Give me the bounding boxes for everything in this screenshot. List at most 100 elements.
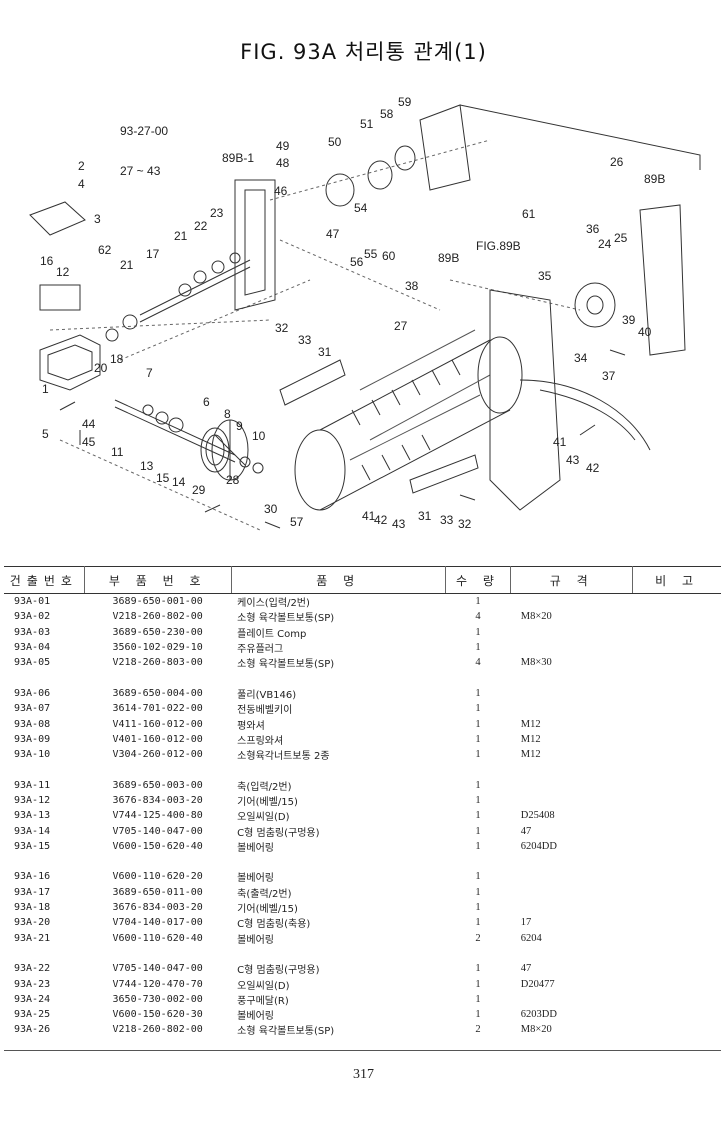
cell-spec: D20477 <box>520 978 555 990</box>
label-55: 55 <box>364 247 378 261</box>
cell-item-no: 93A-01 <box>14 596 51 608</box>
cell-part-no: 3689-650-011-00 <box>112 886 203 898</box>
exploded-parts-diagram: 93-27-00 27 ~ 43 89B-1 89B 89B FIG.89B 1… <box>20 80 710 550</box>
cell-item-no: 93A-03 <box>14 626 51 638</box>
label-40: 40 <box>638 325 652 339</box>
label-26: 26 <box>610 155 624 169</box>
label-61: 61 <box>522 207 536 221</box>
label-49: 49 <box>276 139 290 153</box>
cell-part-name: 소형 육각볼트보통(SP) <box>237 613 335 625</box>
cell-quantity: 4 <box>475 657 481 669</box>
label-59: 59 <box>398 95 412 109</box>
cell-part-no: V744-125-400-80 <box>112 810 203 822</box>
cell-quantity: 1 <box>475 810 481 822</box>
label-89B-a: 89B <box>438 251 459 265</box>
cell-quantity: 1 <box>475 902 481 914</box>
cell-quantity: 1 <box>475 718 481 730</box>
label-31a: 31 <box>318 345 332 359</box>
cell-remarks <box>633 900 721 915</box>
upper-gearbox <box>325 104 701 207</box>
cell-part-name: 오일씨일(D) <box>237 980 290 992</box>
group-spacer <box>4 946 721 961</box>
label-34: 34 <box>574 351 588 365</box>
label-30: 30 <box>264 502 278 516</box>
cell-remarks <box>633 701 721 716</box>
cell-part-name: 풀리(VB146) <box>237 689 297 701</box>
bearings-rings <box>105 252 264 474</box>
cell-part-no: V704-140-017-00 <box>112 917 203 929</box>
cell-item-no: 93A-25 <box>14 1009 51 1021</box>
label-8: 8 <box>224 407 231 421</box>
label-45: 45 <box>82 435 96 449</box>
cell-part-no: 3676-834-003-20 <box>112 795 203 806</box>
cell-part-no: V705-140-047-00 <box>112 963 203 975</box>
cell-remarks <box>633 640 721 655</box>
cell-item-no: 93A-15 <box>14 840 51 852</box>
label-41b: 41 <box>362 509 376 523</box>
cell-part-name: 소형육각너트보통 2종 <box>237 751 330 763</box>
cell-remarks <box>633 961 721 976</box>
cell-item-no: 93A-12 <box>14 795 51 806</box>
cell-quantity: 1 <box>475 1009 481 1021</box>
cell-quantity: 1 <box>475 703 481 715</box>
cell-quantity: 1 <box>475 596 481 608</box>
cell-part-no: V744-120-470-70 <box>112 978 203 990</box>
cell-remarks <box>633 1007 721 1022</box>
cell-part-no: V600-150-620-30 <box>112 1009 203 1021</box>
cell-remarks <box>633 869 721 884</box>
label-56: 56 <box>350 255 364 269</box>
cell-quantity: 1 <box>475 993 481 1005</box>
label-15: 15 <box>156 471 170 485</box>
header-part-no: 부 품 번 호 <box>84 566 232 594</box>
label-33b: 33 <box>440 513 454 527</box>
cell-spec <box>511 885 633 900</box>
cell-item-no: 93A-14 <box>14 825 51 837</box>
label-13: 13 <box>140 459 154 473</box>
label-36: 36 <box>586 222 600 236</box>
cell-quantity: 1 <box>475 626 481 638</box>
label-50: 50 <box>328 135 342 149</box>
label-18: 18 <box>110 352 124 366</box>
label-41a: 41 <box>553 435 567 449</box>
input-case <box>29 201 101 391</box>
cell-part-name: 풍구메달(R) <box>237 995 289 1007</box>
cell-part-name: C형 멈춤링(구멍용) <box>237 827 320 839</box>
label-fig-89B: FIG.89B <box>476 239 521 253</box>
label-7: 7 <box>146 366 153 380</box>
cell-part-no: V401-160-012-00 <box>112 733 203 745</box>
label-58: 58 <box>380 107 394 121</box>
cell-part-name: 볼베어링 <box>237 934 274 946</box>
cell-item-no: 93A-06 <box>14 687 51 699</box>
cell-quantity: 1 <box>475 687 481 699</box>
cell-quantity: 1 <box>475 642 481 654</box>
cell-spec <box>511 701 633 716</box>
header-quantity: 수 량 <box>445 566 512 594</box>
cell-spec <box>511 640 633 655</box>
diagram-drawing: 93-27-00 27 ~ 43 89B-1 89B 89B FIG.89B 1… <box>29 95 701 531</box>
label-9: 9 <box>236 419 243 433</box>
cell-remarks <box>633 609 721 624</box>
cell-spec: 6204DD <box>520 840 557 852</box>
label-1: 1 <box>42 382 49 396</box>
right-housing <box>489 204 686 511</box>
group-spacer <box>4 762 721 777</box>
cell-item-no: 93A-23 <box>14 978 51 990</box>
cell-spec: 47 <box>520 825 532 837</box>
cell-part-name: 볼베어링 <box>237 1011 274 1023</box>
cell-item-no: 93A-02 <box>14 611 51 623</box>
cell-remarks <box>633 915 721 930</box>
label-33a: 33 <box>298 333 312 347</box>
label-24: 24 <box>598 237 612 251</box>
label-21a: 21 <box>120 258 134 272</box>
cell-spec: M12 <box>520 718 541 730</box>
label-42a: 42 <box>586 461 600 475</box>
cell-spec: M8×20 <box>520 611 552 623</box>
